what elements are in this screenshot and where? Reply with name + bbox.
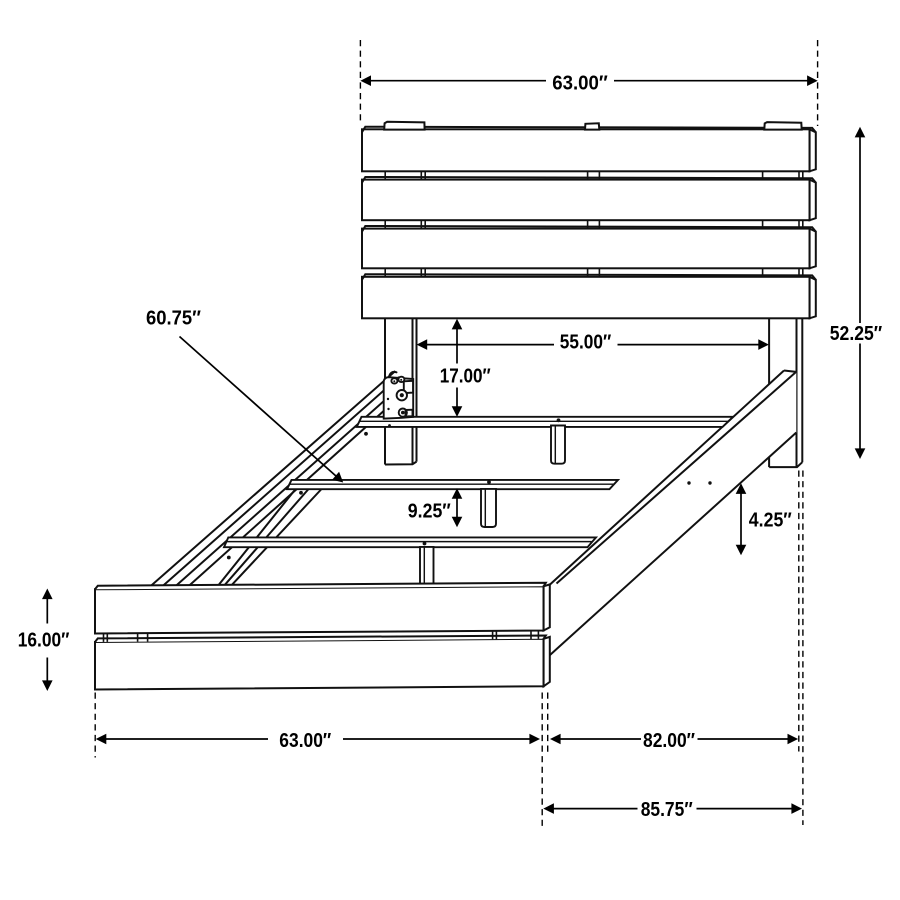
svg-text:4.25″: 4.25″: [749, 509, 792, 531]
svg-text:60.75″: 60.75″: [146, 308, 201, 330]
svg-text:52.25″: 52.25″: [830, 323, 883, 345]
svg-text:63.00″: 63.00″: [279, 730, 331, 752]
svg-text:85.75″: 85.75″: [641, 799, 693, 821]
svg-text:17.00″: 17.00″: [440, 366, 491, 388]
svg-text:82.00″: 82.00″: [643, 730, 695, 752]
svg-text:16.00″: 16.00″: [18, 629, 70, 651]
svg-text:9.25″: 9.25″: [408, 501, 451, 523]
svg-text:55.00″: 55.00″: [560, 332, 612, 354]
svg-text:63.00″: 63.00″: [552, 72, 608, 94]
